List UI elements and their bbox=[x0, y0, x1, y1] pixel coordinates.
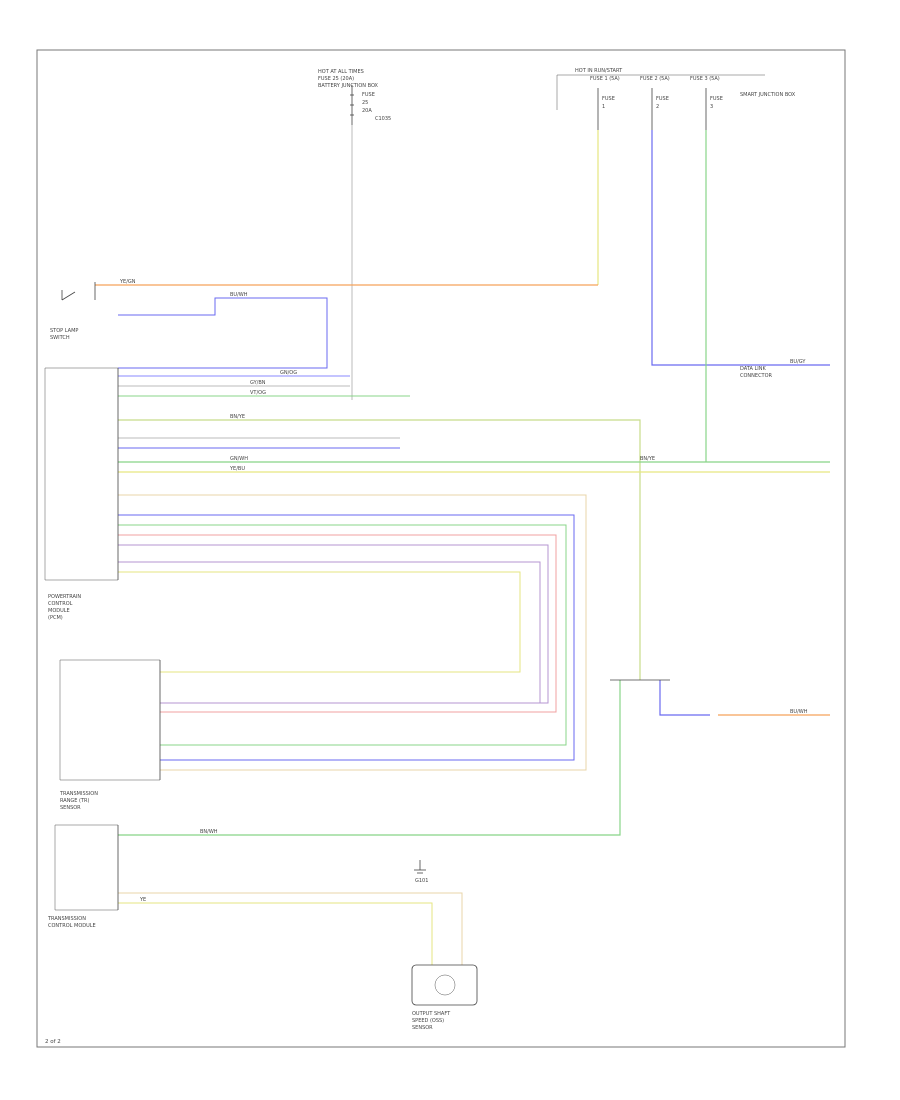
fuse-box-label-line1: HOT AT ALL TIMES bbox=[318, 69, 364, 75]
wire-blue-loop bbox=[118, 297, 328, 369]
pcm-label-line1: POWERTRAIN bbox=[48, 594, 81, 600]
wire-label-4: VT/OG bbox=[250, 390, 266, 396]
tcm-module: TRANSMISSION CONTROL MODULE TRANSMISSION… bbox=[47, 659, 161, 929]
wire-label-8: BU/GY bbox=[790, 359, 806, 365]
relay-label-line4: FUSE 3 (5A) bbox=[690, 76, 720, 82]
page-label: 2 of 2 bbox=[45, 1039, 61, 1045]
wire-label-10: YE bbox=[139, 897, 146, 903]
data-connector-line2: CONNECTOR bbox=[740, 373, 773, 379]
svg-text:FUSE: FUSE bbox=[602, 96, 615, 102]
tr-label-line3: SENSOR bbox=[60, 805, 81, 811]
wire-label-2: GN/OG bbox=[280, 370, 297, 376]
wire-label-3: GY/BN bbox=[250, 380, 266, 386]
pcm-module: POWERTRAIN CONTROL MODULE (PCM) bbox=[44, 367, 119, 621]
tr-label-line1: TRANSMISSION bbox=[59, 791, 98, 797]
oss-label-line3: SENSOR bbox=[412, 1025, 433, 1031]
svg-text:2: 2 bbox=[656, 104, 659, 110]
tcm-label-line2: CONTROL MODULE bbox=[48, 923, 96, 929]
ground-symbol: G101 bbox=[414, 860, 428, 884]
wire-label-5: BN/YE bbox=[230, 414, 245, 420]
svg-text:20A: 20A bbox=[362, 108, 372, 114]
wire-label-0: YE/GN bbox=[119, 279, 136, 285]
svg-text:1: 1 bbox=[602, 104, 605, 110]
tr-label-line2: RANGE (TR) bbox=[60, 798, 90, 804]
ground-label: G101 bbox=[415, 878, 428, 884]
svg-text:C1035: C1035 bbox=[375, 116, 391, 122]
oss-label-line2: SPEED (OSS) bbox=[412, 1018, 444, 1024]
wire-color-labels: YE/GN BU/WH GN/OG GY/BN VT/OG BN/YE GN/W… bbox=[119, 279, 808, 903]
output-shaft-sensor: OUTPUT SHAFT SPEED (OSS) SENSOR bbox=[411, 964, 478, 1031]
lamp-label-line1: STOP LAMP bbox=[50, 328, 78, 334]
tcm-label-line1: TRANSMISSION bbox=[47, 916, 86, 922]
fuse-box-label-line2: FUSE 25 (20A) bbox=[318, 76, 354, 82]
pcm-label-line2: CONTROL bbox=[48, 601, 73, 607]
wire-yg-long bbox=[118, 419, 641, 680]
data-connector-line1: DATA LINK bbox=[740, 366, 766, 372]
battery-junction-fuse: HOT AT ALL TIMES FUSE 25 (20A) BATTERY J… bbox=[318, 69, 391, 125]
pcm-label-line3: MODULE bbox=[48, 608, 70, 614]
svg-text:3: 3 bbox=[710, 104, 713, 110]
pcm-label-line4: (PCM) bbox=[48, 615, 63, 621]
smart-junction-box: HOT IN RUN/START FUSE 1 (5A) FUSE 2 (5A)… bbox=[556, 68, 796, 130]
wire-label-6: GN/WH bbox=[230, 456, 248, 462]
relay-label-line2: FUSE 1 (5A) bbox=[590, 76, 620, 82]
data-link-connector: DATA LINK CONNECTOR bbox=[610, 366, 773, 681]
wire-label-1: BU/WH bbox=[230, 292, 248, 298]
wire-fuse2 bbox=[651, 130, 830, 366]
wire-label-7: YE/BU bbox=[229, 466, 245, 472]
fuse-box-label-line3: BATTERY JUNCTION BOX bbox=[318, 83, 379, 89]
relay-label-line3: FUSE 2 (5A) bbox=[640, 76, 670, 82]
svg-text:25: 25 bbox=[362, 100, 368, 106]
svg-text:FUSE: FUSE bbox=[656, 96, 669, 102]
wire-label-11: BN/YE bbox=[640, 456, 655, 462]
wires bbox=[95, 125, 830, 965]
oss-label-line1: OUTPUT SHAFT bbox=[412, 1011, 451, 1017]
wire-label-9: BN/WH bbox=[200, 829, 218, 835]
svg-text:FUSE: FUSE bbox=[710, 96, 723, 102]
wire-label-12: BU/WH bbox=[790, 709, 808, 715]
relay-label-line5: SMART JUNCTION BOX bbox=[740, 92, 796, 98]
relay-label-line1: HOT IN RUN/START bbox=[575, 68, 623, 74]
stop-lamp-switch: STOP LAMP SWITCH bbox=[50, 282, 96, 341]
lamp-label-line2: SWITCH bbox=[50, 335, 70, 341]
svg-text:FUSE: FUSE bbox=[362, 92, 375, 98]
diagram-frame bbox=[36, 49, 846, 1048]
